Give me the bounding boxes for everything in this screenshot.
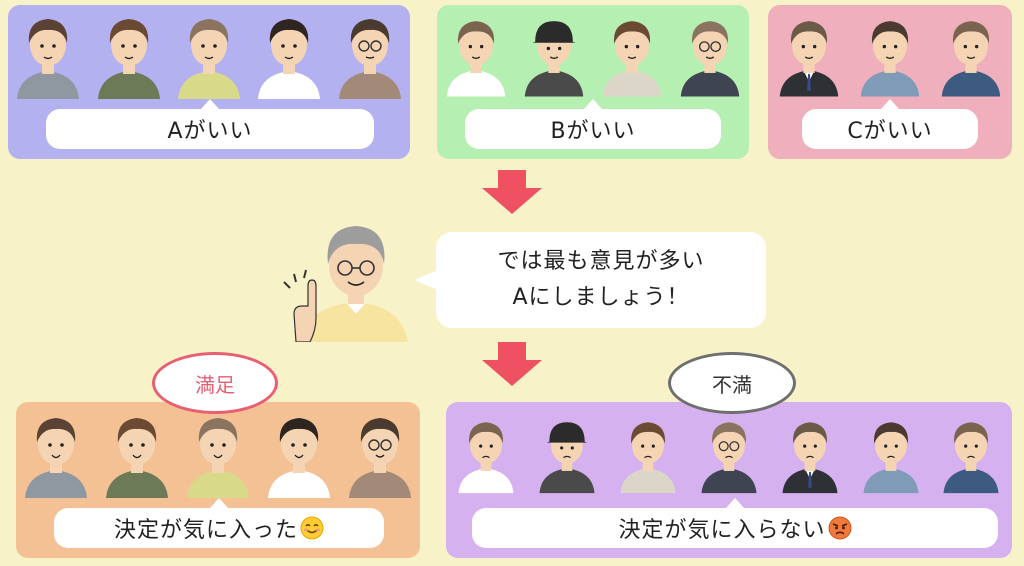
- person-icon: [938, 13, 1004, 99]
- person-icon: [677, 13, 743, 99]
- person-icon: [599, 13, 665, 99]
- unsatisfied-speech-bubble: 決定が気に入らない: [472, 508, 998, 548]
- person-icon: [521, 13, 587, 99]
- teacher-line-2: Aにしましょう！: [512, 280, 689, 316]
- satisfied-badge: 満足: [152, 352, 278, 414]
- teacher-line-1: では最も意見が多い: [497, 244, 704, 280]
- group-b-people: [437, 13, 749, 99]
- group-a-label: Aがいい: [167, 113, 252, 145]
- satisfied-label: 決定が気に入った: [114, 512, 298, 544]
- person-icon: [264, 412, 334, 498]
- person-icon: [183, 412, 253, 498]
- person-icon: [857, 13, 923, 99]
- person-icon: [174, 13, 244, 99]
- group-b-panel: Bがいい: [437, 5, 749, 159]
- satisfied-badge-text: 満足: [195, 369, 235, 398]
- satisfied-panel: 決定が気に入った: [16, 402, 420, 558]
- person-icon: [335, 13, 405, 99]
- person-icon: [254, 13, 324, 99]
- person-icon: [940, 412, 1002, 498]
- group-c-people: [768, 13, 1012, 99]
- angry-face-icon: [828, 516, 852, 540]
- unsatisfied-badge-text: 不満: [712, 369, 752, 398]
- person-icon: [94, 13, 164, 99]
- person-icon: [860, 412, 922, 498]
- person-icon: [455, 412, 517, 498]
- group-b-speech-bubble: Bがいい: [465, 109, 721, 149]
- unsatisfied-label: 決定が気に入らない: [618, 512, 825, 544]
- teacher-speech-bubble: では最も意見が多い Aにしましょう！: [436, 232, 766, 328]
- person-icon: [443, 13, 509, 99]
- person-icon: [776, 13, 842, 99]
- unsatisfied-people: [446, 412, 1012, 498]
- arrow-down-icon: [480, 170, 544, 214]
- unsatisfied-badge: 不満: [668, 352, 796, 414]
- smiling-face-icon: [300, 516, 324, 540]
- person-icon: [779, 412, 841, 498]
- person-icon: [345, 412, 415, 498]
- satisfied-people: [16, 412, 420, 498]
- group-c-speech-bubble: Cがいい: [802, 109, 978, 149]
- group-a-speech-bubble: Aがいい: [46, 109, 374, 149]
- person-icon: [698, 412, 760, 498]
- person-icon: [21, 412, 91, 498]
- person-icon: [13, 13, 83, 99]
- person-icon: [536, 412, 598, 498]
- arrow-down-icon: [480, 342, 544, 386]
- person-icon: [617, 412, 679, 498]
- teacher-icon: [282, 218, 412, 342]
- group-c-label: Cがいい: [847, 113, 932, 145]
- person-icon: [102, 412, 172, 498]
- group-a-panel: Aがいい: [8, 5, 410, 159]
- group-a-people: [8, 13, 410, 99]
- satisfied-speech-bubble: 決定が気に入った: [54, 508, 384, 548]
- unsatisfied-panel: 決定が気に入らない: [446, 402, 1012, 558]
- group-b-label: Bがいい: [550, 113, 635, 145]
- group-c-panel: Cがいい: [768, 5, 1012, 159]
